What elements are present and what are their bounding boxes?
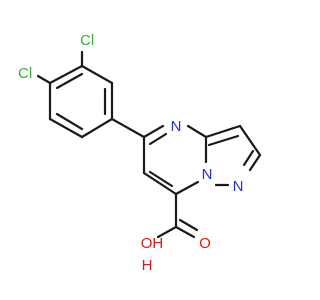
bond — [55, 72, 84, 90]
bond — [178, 218, 199, 232]
bond-layer — [36, 50, 262, 239]
bond — [36, 74, 52, 85]
bond — [148, 132, 168, 146]
chlorine-atom-label: Cl — [18, 65, 32, 82]
bond — [80, 64, 114, 85]
molecule-structure-diagram: Cl Cl N N N O OH H — [18, 32, 262, 274]
bond — [207, 134, 240, 147]
bond — [204, 124, 242, 139]
bond — [142, 124, 165, 139]
bond — [242, 149, 255, 167]
bond — [238, 124, 262, 157]
bond — [48, 117, 84, 139]
nitrogen-atom-label: N — [171, 118, 182, 135]
chlorine-atom-label: Cl — [80, 32, 94, 49]
oxygen-atom-label: O — [199, 235, 211, 252]
hydroxyl-group-label: OH — [141, 235, 164, 252]
bond — [142, 171, 178, 196]
nitrogen-atom-label: N — [202, 166, 213, 183]
bond — [174, 225, 196, 239]
bond — [148, 170, 174, 188]
bond — [80, 117, 114, 139]
bond — [55, 112, 84, 131]
bond — [48, 64, 84, 85]
atom-label-layer: Cl Cl N N N O OH H — [18, 32, 243, 274]
bond — [174, 180, 200, 196]
bond — [156, 225, 178, 239]
bond — [186, 124, 208, 139]
nitrogen-atom-label: N — [233, 178, 244, 195]
bond — [110, 117, 146, 139]
hydrogen-atom-label: H — [142, 257, 153, 274]
bond — [248, 153, 262, 172]
